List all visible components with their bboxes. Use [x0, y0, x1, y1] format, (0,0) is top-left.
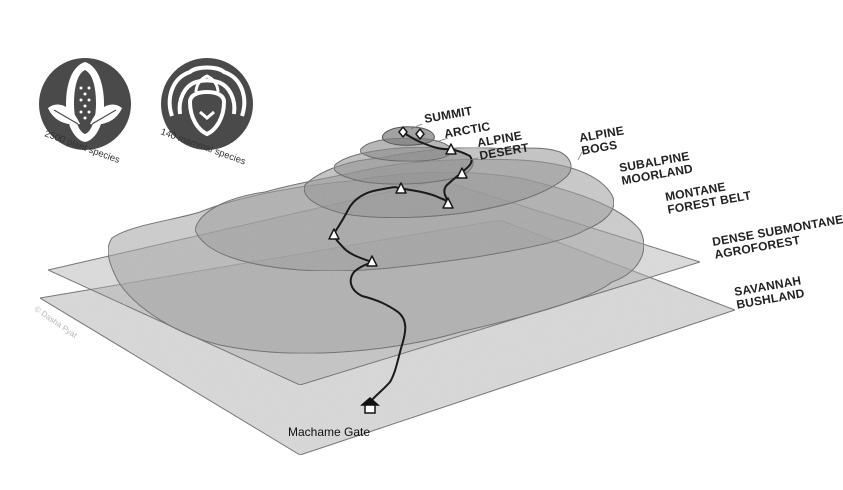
summit-marker: [398, 126, 408, 138]
camp-markers: [328, 126, 468, 267]
trail-route: [333, 130, 473, 403]
camp-marker: [366, 255, 378, 267]
summit-marker: [415, 128, 425, 140]
plant-species-badge: 2500 plant species: [38, 58, 132, 166]
leaf-seed-icon: [38, 62, 132, 160]
gate-label: Machame Gate: [288, 425, 370, 439]
zone-label-dense-submontane-agroforest: DENSE SUBMONTANE AGROFOREST: [711, 211, 843, 261]
camp-marker: [395, 182, 407, 194]
hut-icon: [360, 397, 380, 414]
zone-label-montane-forest-belt: MONTANE FOREST BELT: [664, 175, 753, 216]
zone-label-subalpine-moorland: SUBALPINE MOORLAND: [618, 148, 696, 188]
mammal-species-badge: 140 mammal species: [159, 58, 253, 168]
lion-face-icon: [167, 65, 247, 137]
zone-label-alpine-bogs: ALPINE BOGS: [578, 123, 631, 158]
zone-label-savannah-bushland: SAVANNAH BUSHLAND: [733, 273, 808, 312]
camp-marker: [456, 167, 468, 179]
zone-leader-lines: [410, 123, 583, 161]
camp-marker: [328, 228, 340, 240]
camp-marker: [442, 197, 454, 209]
camp-marker: [445, 143, 457, 155]
